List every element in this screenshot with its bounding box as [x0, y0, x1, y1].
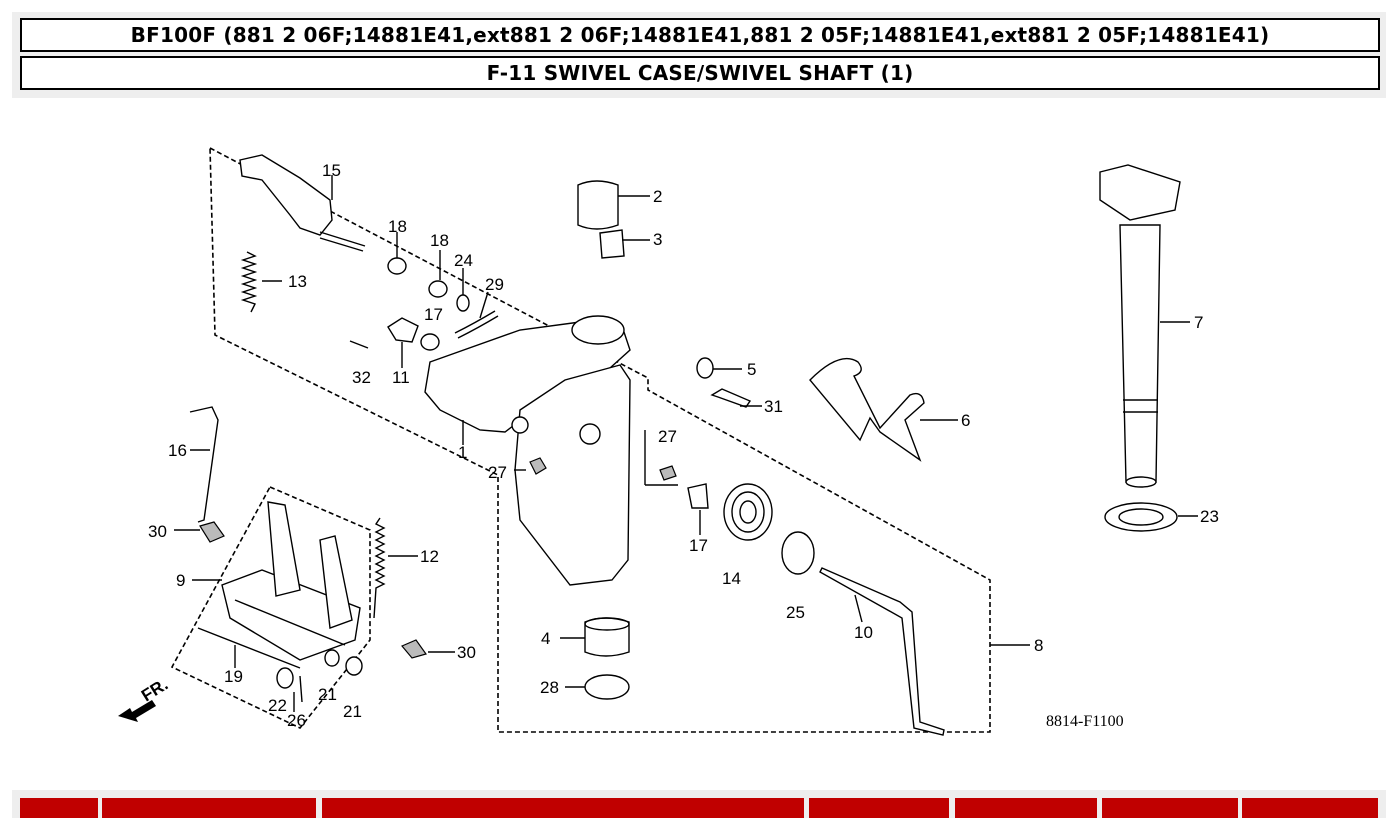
svg-text:8: 8: [1034, 636, 1043, 655]
part-18a: [387, 257, 407, 275]
svg-text:13: 13: [288, 272, 307, 291]
svg-text:27: 27: [488, 463, 507, 482]
part-23-hole: [1118, 508, 1164, 526]
fr-arrow: [118, 700, 156, 722]
svg-text:32: 32: [352, 368, 371, 387]
table-header-cell: [322, 798, 804, 818]
leader-lines: [174, 175, 1198, 712]
svg-text:26: 26: [287, 711, 306, 730]
section-title: F-11 SWIVEL CASE/SWIVEL SHAFT (1): [20, 56, 1380, 90]
svg-text:30: 30: [148, 522, 167, 541]
svg-text:1: 1: [458, 443, 467, 462]
part-14-coil: [723, 483, 773, 541]
svg-text:28: 28: [540, 678, 559, 697]
part-22: [276, 667, 294, 689]
table-header-cell: [1242, 798, 1378, 818]
part-17a: [420, 333, 440, 351]
table-header-cell: [809, 798, 949, 818]
part-15-lever: [239, 154, 366, 252]
part-32: [349, 340, 369, 349]
table-header-cell: [102, 798, 316, 818]
svg-text:17: 17: [424, 305, 443, 324]
svg-text:31: 31: [764, 397, 783, 416]
svg-text:25: 25: [786, 603, 805, 622]
svg-text:19: 19: [224, 667, 243, 686]
table-header-cell: [20, 798, 98, 818]
svg-text:23: 23: [1200, 507, 1219, 526]
parts-diagram: 15 13 18 18 24 29 17 32 11 2 3 7 5 31 6 …: [118, 147, 1219, 736]
svg-text:15: 15: [322, 161, 341, 180]
part-27a: [529, 457, 547, 475]
part-5: [696, 357, 714, 379]
svg-text:FR.: FR.: [138, 675, 171, 706]
part-18b: [428, 280, 448, 298]
diagram-code: 8814-F1100: [1046, 713, 1124, 730]
part-25-washer: [781, 531, 815, 575]
header-panel: BF100F (881 2 06F;14881E41,ext881 2 06F;…: [12, 12, 1386, 98]
part-9-bracket: [221, 501, 361, 661]
part-30a: [199, 521, 225, 543]
part-28-seal: [584, 674, 630, 700]
svg-text:10: 10: [854, 623, 873, 642]
svg-text:9: 9: [176, 571, 185, 590]
svg-text:18: 18: [388, 217, 407, 236]
svg-text:22: 22: [268, 696, 287, 715]
part-2-bushing: [577, 180, 619, 230]
assembly-frame: [209, 147, 991, 733]
table-header-cell: [955, 798, 1097, 818]
part-30b: [401, 639, 427, 659]
part-19-rod: [197, 627, 301, 669]
part-27b: [659, 465, 677, 481]
part-16-rod: [189, 406, 219, 523]
bracket-frame: [170, 486, 371, 729]
svg-text:12: 12: [420, 547, 439, 566]
svg-text:4: 4: [541, 629, 550, 648]
part-12-spring: [373, 517, 386, 619]
svg-text:30: 30: [457, 643, 476, 662]
part-29: [454, 310, 499, 339]
svg-text:17: 17: [689, 536, 708, 555]
svg-text:21: 21: [343, 702, 362, 721]
part-10-rod: [819, 567, 945, 736]
svg-text:3: 3: [653, 230, 662, 249]
svg-text:21: 21: [318, 685, 337, 704]
callout-labels: 15 13 18 18 24 29 17 32 11 2 3 7 5 31 6 …: [138, 161, 1219, 730]
part-13-spring: [240, 251, 258, 313]
part-26: [299, 675, 303, 703]
svg-text:16: 16: [168, 441, 187, 460]
svg-text:29: 29: [485, 275, 504, 294]
part-3-plate: [599, 229, 625, 259]
part-17b: [687, 483, 709, 509]
part-7-shaft: [1099, 164, 1181, 488]
part-21a: [324, 649, 340, 667]
svg-text:18: 18: [430, 231, 449, 250]
part-1-swivel-case: [424, 315, 631, 586]
svg-text:14: 14: [722, 569, 741, 588]
table-header-cell: [1102, 798, 1238, 818]
part-6-spring: [809, 357, 925, 462]
svg-text:5: 5: [747, 360, 756, 379]
part-11: [387, 317, 419, 343]
part-31-bolt: [710, 388, 752, 408]
svg-text:7: 7: [1194, 313, 1203, 332]
svg-text:24: 24: [454, 251, 473, 270]
svg-text:11: 11: [392, 368, 410, 387]
svg-text:2: 2: [653, 187, 662, 206]
model-title: BF100F (881 2 06F;14881E41,ext881 2 06F;…: [20, 18, 1380, 52]
part-4-bushing: [584, 617, 630, 657]
parts-table-header: [12, 790, 1386, 818]
part-21b: [345, 656, 363, 676]
svg-text:6: 6: [961, 411, 970, 430]
part-24: [456, 294, 470, 312]
svg-text:27: 27: [658, 427, 677, 446]
